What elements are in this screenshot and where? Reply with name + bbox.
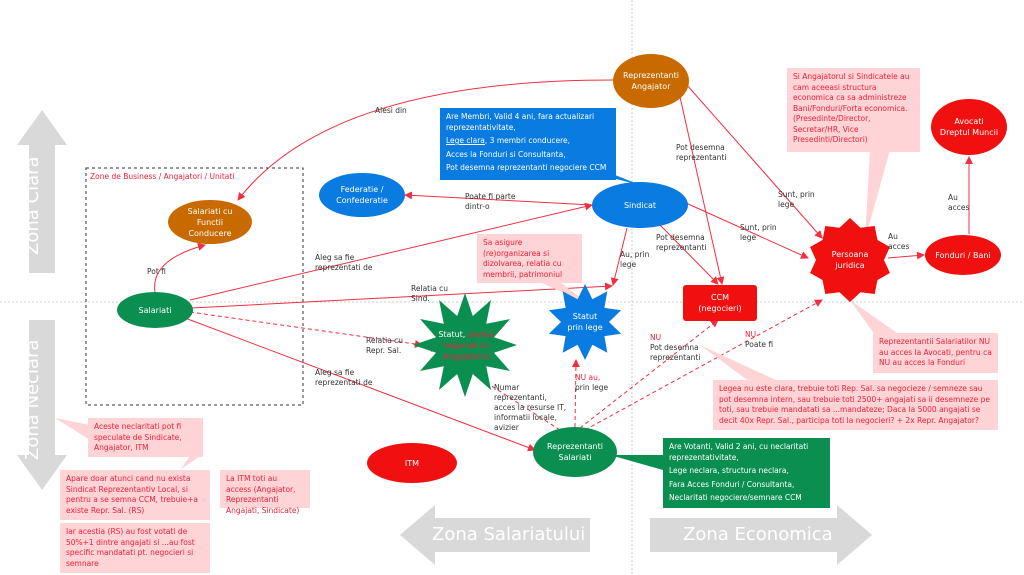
business-zone-box [85,167,304,406]
note-itm: La ITM toti au access (Angajator, Reprez… [220,470,310,515]
edge-au-acces2: Au acces [948,193,970,212]
sindicat-info-line: Pot desemna reprezentanti negociere CCM [446,163,607,172]
edge-relatia-repr: Relatia cu Repr. Sal. [366,336,404,355]
edge-aleg2: Aleg sa fie reprezentati de [315,368,373,387]
ccm-label: CCM (negocieri) [698,293,742,313]
statut-negociat-label: Statut, partial negociat cu Angajatorul [433,325,499,365]
edges [154,79,973,452]
sindicat-info-line: Lege clara, 3 membri conducere, [446,136,610,147]
edge-pot-desemna3: Pot desemna reprezentanti [650,343,701,362]
sindicat-info-box: Are Membri, Valid 4 ani, fara actualizar… [440,108,616,180]
zona-neclara-arrow [17,320,67,490]
edge-pot-desemna1: Pot desemna reprezentanti [676,143,727,162]
zona-neclara-label: Zona Neclara [22,339,43,460]
repr-angajator-label: Reprezentanti Angajator [623,71,679,91]
federatie-node[interactable] [319,173,405,217]
sindicat-info-line: Are Membri, Valid 4 ani, fara actualizar… [446,112,595,132]
persoana-juridica-label: Persoana juridica [831,250,869,270]
edge-poate-fi: Poate fi [745,340,774,349]
statut-negociat-star[interactable] [413,293,517,397]
edge-au-acces1: Au acces [888,232,910,251]
note-neclaritati: Aceste neclaritati pot fi speculate de S… [88,418,203,457]
zona-clara-arrow [17,110,67,273]
statut-highlight: partial negociat cu Angajatorul [442,330,494,361]
fonduri-label: Fonduri / Bani [935,250,991,260]
repr-salariati-node[interactable] [533,427,617,477]
note-asigure: Sa asigure (re)organizarea si dizolvarea… [477,234,582,283]
persoana-juridica-star[interactable] [810,218,890,302]
sal-conducere-node[interactable] [168,200,252,244]
edge-aleg1: Aleg sa fie reprezentati de [315,253,373,272]
note-nu-avocati: Reprezentantii Salariatilor NU au acces … [873,333,998,373]
salariati-label: Salariati [138,305,172,315]
zona-clara-label: Zona Clara [22,156,43,255]
edge-nu-1: NU [650,333,662,342]
note-structura: Si Angajatorul si Sindicatele au cam ace… [787,68,920,152]
sindicat-info-text: , 3 membri conducere, [484,136,571,145]
statut-prefix: Statut, [438,330,468,339]
fonduri-node[interactable] [925,235,1001,275]
zona-salariatului-arrow [400,505,590,565]
sindicat-node[interactable] [592,182,688,228]
repr-sal-info-line: Are Votanti, Valid 2 ani, cu neclaritati… [669,442,809,462]
note-iar: Iar acestia (RS) au fost votati de 50%+1… [60,523,210,573]
edge-alesi: Alesi din [375,106,407,115]
repr-salariati-label: Reprezentanti Salariati [547,442,603,462]
itm-label: ITM [404,458,420,468]
edge-pot-desemna2: Pot desemna reprezentanti [656,233,707,252]
repr-sal-info-line: Lege neclara, structura neclara, [669,466,789,475]
repr-sal-info-line: Fara Acces Fonduri / Consultanta, [669,479,795,489]
zona-economica-label: Zona Economica [683,524,833,545]
edge-nu-2: NU [745,330,757,339]
repr-angajator-node[interactable] [613,54,689,108]
repr-sal-info-line: Neclaritati negociere/semnare CCM [669,493,802,502]
note-legea: Legea nu este clara, trebuie toti Rep. S… [713,380,998,430]
salariati-node[interactable] [117,292,193,328]
edge-poate-parte: Poate fi parte dintr-o [465,192,516,211]
itm-node[interactable] [367,443,457,483]
edge-sunt2: Sunt, prin lege [740,223,777,242]
avocati-node[interactable] [931,99,1007,155]
ccm-node[interactable] [683,285,757,321]
federatie-label: Federatie / Confederatie [336,185,388,205]
sindicat-info-line: Acces la Fonduri si Consultanta, [446,149,566,159]
edge-prin-lege: prin lege [575,383,609,392]
edge-relatia-sind: Relatia cu Sind. [411,284,449,303]
zona-economica-arrow [650,505,872,565]
edge-nu-au: NU au, [575,373,601,382]
avocati-label: Avocati Dreptul Muncii [939,117,999,137]
sindicat-label: Sindicat [623,200,657,210]
lege-clara-link[interactable]: Lege clara [446,136,485,145]
sal-conducere-label: Salariati cu Functii Conducere [187,206,233,238]
business-zone-label: Zone de Business / Angajatori / Unitati [90,172,235,181]
note-apare: Apare doar atunci cand nu exista Sindica… [60,470,210,520]
statut-lege-star[interactable] [548,284,622,360]
zona-salariatului-label: Zona Salariatului [432,524,586,545]
edge-sunt1: Sunt, prin lege [778,190,815,209]
repr-sal-info-box: Are Votanti, Valid 2 ani, cu neclaritati… [663,438,830,508]
statut-lege-label: Statut prin lege [567,312,603,332]
edge-numar: Numar reprezentanti, acces la resurse IT… [494,383,567,432]
edge-au-lege: Au, prin lege [620,250,650,269]
edge-pot-fi: Pot fi [147,267,166,276]
